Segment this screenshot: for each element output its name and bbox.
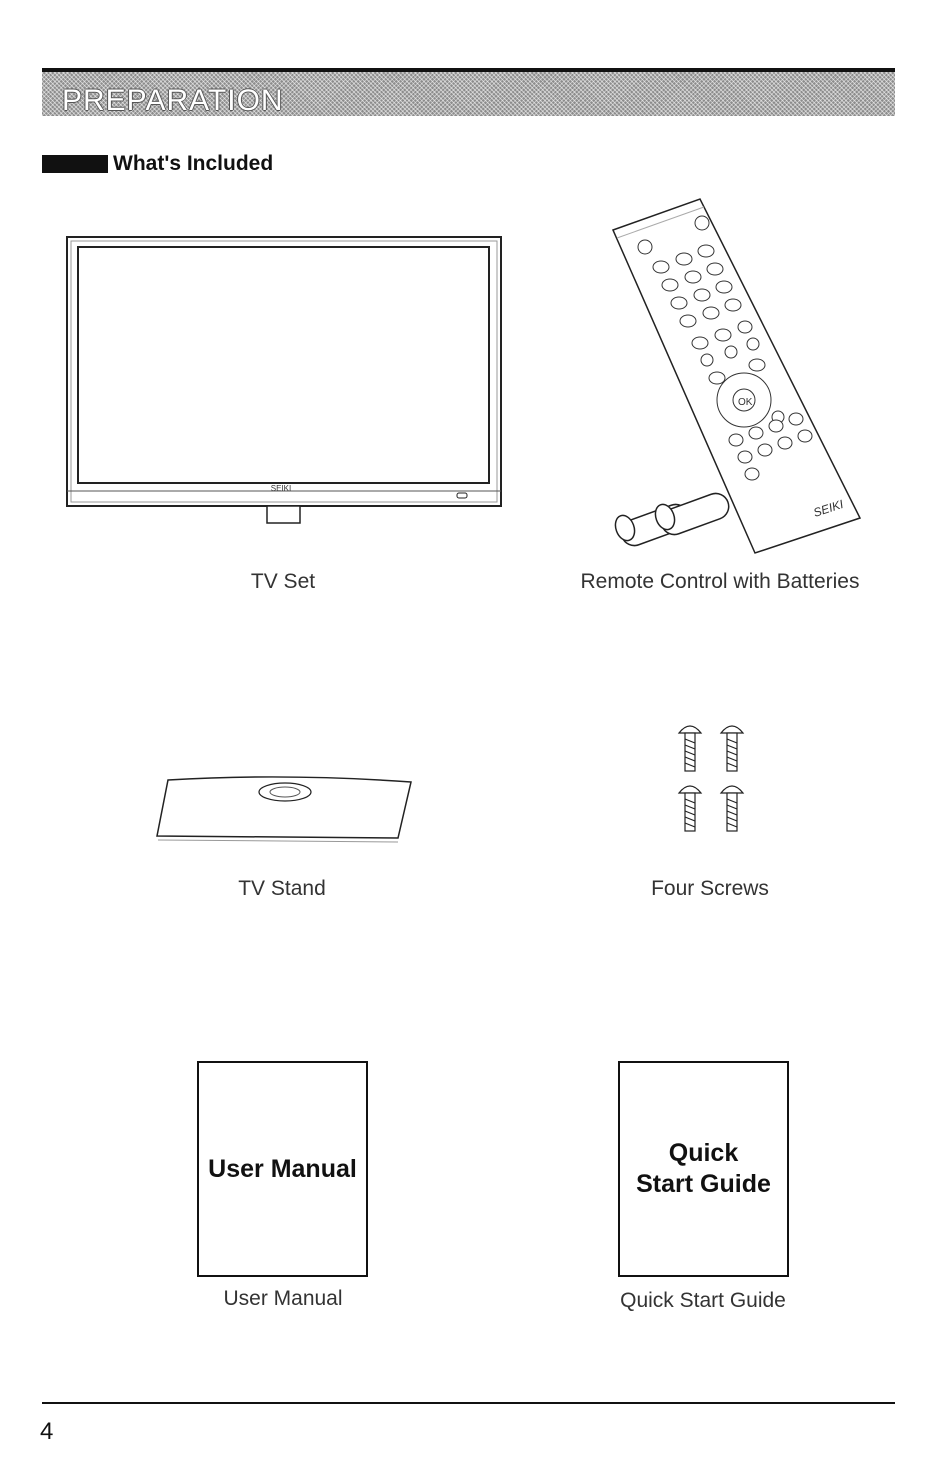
- remote-caption: Remote Control with Batteries: [540, 570, 900, 594]
- tv-set-caption: TV Set: [183, 570, 383, 594]
- tv-brand-mark: SEIKI: [271, 484, 291, 493]
- svg-text:OK: OK: [738, 397, 753, 408]
- heading-text: What's Included: [113, 152, 273, 176]
- quick-start-caption: Quick Start Guide: [573, 1289, 833, 1313]
- quick-start-cover-line2: Start Guide: [636, 1169, 771, 1200]
- tv-stand-caption: TV Stand: [182, 877, 382, 901]
- tv-set-illustration: SEIKI: [66, 236, 503, 526]
- section-banner: PREPARATION: [42, 68, 895, 116]
- screws-caption: Four Screws: [610, 877, 810, 901]
- banner-title: PREPARATION: [62, 84, 284, 118]
- user-manual-booklet: User Manual: [197, 1061, 368, 1277]
- screws-illustration: [676, 720, 748, 832]
- footer-rule: [42, 1402, 895, 1404]
- heading-bar: [42, 155, 108, 173]
- quick-start-booklet: Quick Start Guide: [618, 1061, 789, 1277]
- quick-start-cover-title: Quick Start Guide: [636, 1138, 771, 1200]
- remote-illustration: OK SEIKI: [605, 195, 875, 560]
- user-manual-cover-title: User Manual: [208, 1154, 357, 1185]
- page-number: 4: [40, 1418, 53, 1446]
- quick-start-cover-line1: Quick: [636, 1138, 771, 1169]
- tv-stand-illustration: [152, 772, 418, 848]
- user-manual-caption: User Manual: [183, 1287, 383, 1311]
